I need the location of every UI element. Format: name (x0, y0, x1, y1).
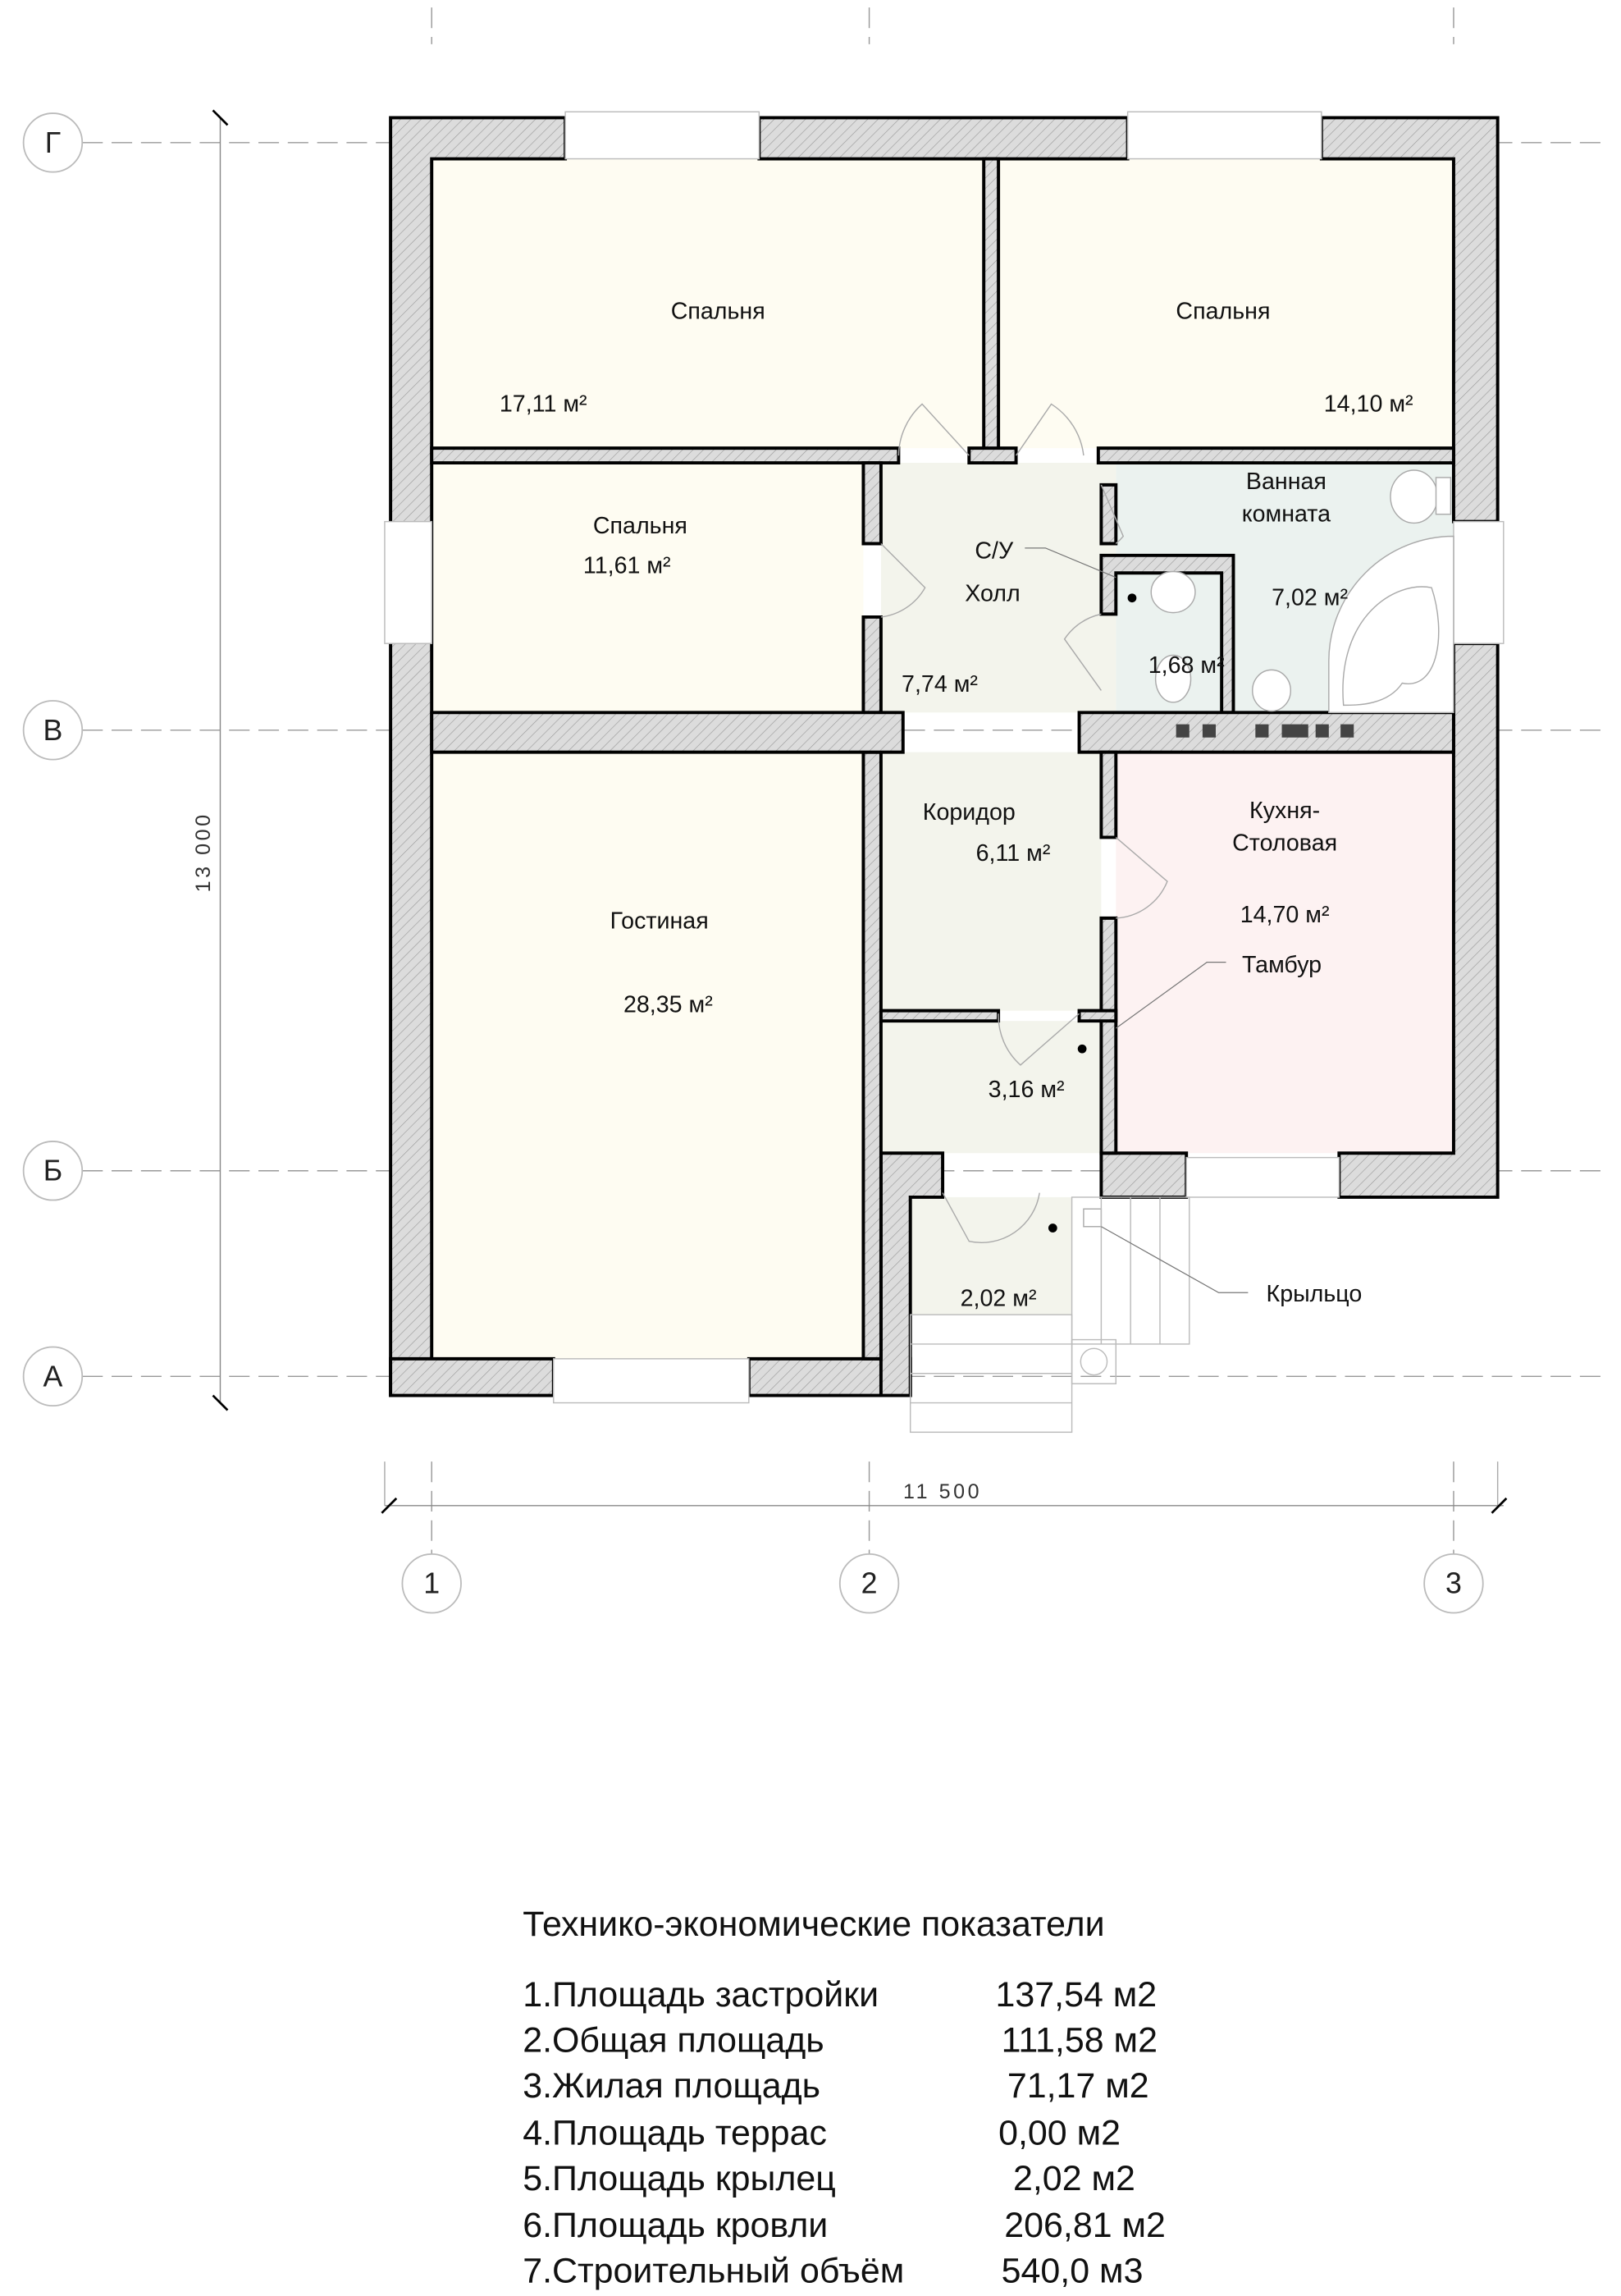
axis-label: 2 (861, 1567, 878, 1600)
indicator-label: 1.Площадь застройки (523, 1975, 879, 2015)
room-area: 14,10 м² (1324, 391, 1413, 417)
indicator-label: 3.Жилая площадь (523, 2066, 820, 2106)
dimension-width: 11 500 (381, 1461, 1508, 1514)
axis-label: В (43, 714, 62, 747)
windows (384, 111, 1505, 1404)
room-area: 14,70 м² (1240, 902, 1330, 928)
axis-label: Г (45, 126, 61, 159)
indicators-table: Технико-экономические показатели 1.Площа… (523, 1905, 1166, 2290)
indicator-value: 206,81 м2 (1004, 2206, 1166, 2245)
indicator-label: 5.Площадь крылец (523, 2159, 836, 2198)
room-area: 3,16 м² (989, 1077, 1065, 1103)
axis-label: А (43, 1360, 62, 1393)
room-area: 7,74 м² (902, 671, 978, 697)
room-name: Гостиная (610, 908, 709, 934)
room-area: 11,61 м² (583, 552, 671, 579)
row-axis-markers: Г В Б А (22, 112, 84, 1407)
room-name: Коридор (923, 799, 1016, 826)
bathroom-fixtures (1048, 469, 1454, 1233)
column-axis-markers: 1 2 3 (401, 1553, 1484, 1614)
indicator-value: 0,00 м2 (998, 2113, 1121, 2152)
room-name: Холл (965, 580, 1020, 606)
indicator-label: 6.Площадь кровли (523, 2206, 828, 2245)
axis-label: 3 (1445, 1567, 1462, 1600)
room-name: комната (1242, 501, 1331, 528)
indicator-label: 2.Общая площадь (523, 2021, 824, 2060)
room-name: Тамбур (1242, 952, 1322, 978)
indicator-value: 111,58 м2 (1002, 2021, 1158, 2060)
room-name: Спальня (1176, 299, 1270, 325)
leader-lines (1025, 547, 1249, 1293)
indicators-title: Технико-экономические показатели (523, 1905, 1104, 1944)
walls (389, 116, 1500, 1397)
room-area: 6,11 м² (976, 840, 1051, 867)
room-name: Ванная (1246, 469, 1326, 495)
indicator-value: 71,17 м2 (1007, 2066, 1149, 2106)
room-name: Крыльцо (1267, 1281, 1363, 1307)
indicator-value: 540,0 м3 (1002, 2252, 1144, 2291)
dimension-height-text: 13 000 (192, 812, 215, 892)
room-name: Спальня (671, 299, 765, 325)
room-name: Кухня- (1249, 798, 1320, 824)
axis-label: Б (43, 1155, 62, 1187)
dimension-height: 13 000 (192, 109, 229, 1411)
room-name: С/У (975, 537, 1014, 564)
room-area: 2,02 м² (961, 1285, 1037, 1311)
room-area: 17,11 м² (500, 391, 587, 417)
indicator-value: 2,02 м2 (1013, 2159, 1135, 2198)
doors (880, 403, 1168, 1243)
room-area: 1,68 м² (1148, 652, 1225, 679)
indicator-label: 4.Площадь террас (523, 2113, 827, 2152)
room-name: Столовая (1232, 830, 1337, 857)
dimension-width-text: 11 500 (903, 1480, 982, 1503)
indicator-value: 137,54 м2 (996, 1975, 1158, 2015)
room-name: Спальня (593, 513, 687, 539)
porch-steps (909, 1196, 1190, 1434)
room-area: 28,35 м² (623, 991, 713, 1018)
room-area: 7,02 м² (1272, 585, 1348, 611)
axis-label: 1 (423, 1567, 440, 1600)
room-labels: Спальня 17,11 м² Спальня 14,10 м² Спальн… (500, 299, 1413, 1312)
indicator-label: 7.Строительный объём (523, 2252, 904, 2291)
vent-ducts (1176, 724, 1354, 738)
